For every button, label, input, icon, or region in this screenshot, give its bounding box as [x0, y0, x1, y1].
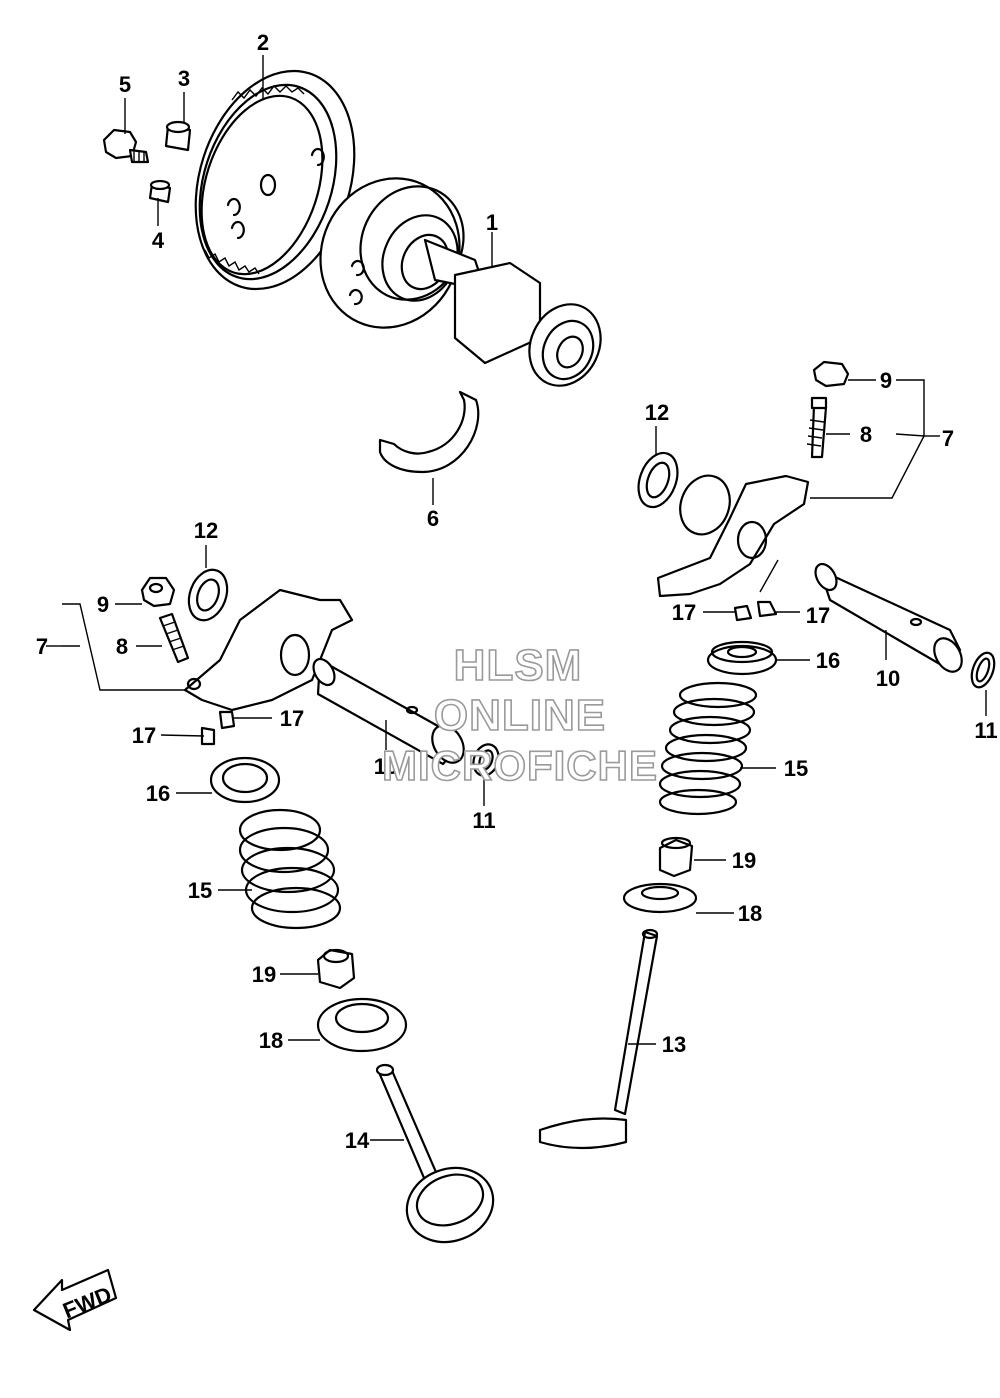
- right-valve-stem-seal: [658, 836, 694, 878]
- callout-4[interactable]: 4: [152, 228, 165, 253]
- callout-10-right[interactable]: 10: [876, 666, 900, 691]
- callout-8-right[interactable]: 8: [860, 422, 872, 447]
- cam-sprocket: [194, 69, 356, 291]
- left-cotters: [200, 710, 236, 746]
- callout-17-left-a[interactable]: 17: [132, 723, 156, 748]
- callout-13[interactable]: 13: [662, 1032, 686, 1057]
- callout-9-right[interactable]: 9: [880, 368, 892, 393]
- callout-15-left[interactable]: 15: [188, 878, 212, 903]
- callout-8-left[interactable]: 8: [116, 634, 128, 659]
- left-adjust-screw: [158, 612, 190, 664]
- callout-18-right[interactable]: 18: [738, 901, 762, 926]
- left-spring-retainer: [209, 756, 281, 804]
- cam-stopper: [378, 390, 480, 474]
- callout-11-left[interactable]: 11: [472, 808, 495, 833]
- left-spring-seat: [316, 997, 408, 1053]
- watermark-line-2: ONLINE: [434, 691, 606, 740]
- callout-1[interactable]: 1: [486, 210, 498, 235]
- callout-12-left[interactable]: 12: [194, 518, 218, 543]
- watermark: HLSM ONLINE MICROFICHE: [381, 640, 658, 790]
- callout-3[interactable]: 3: [178, 66, 190, 91]
- camshaft: [319, 177, 602, 387]
- callout-6[interactable]: 6: [427, 506, 439, 531]
- right-spring-seat: [622, 882, 698, 914]
- left-valve-stem-seal: [316, 948, 356, 990]
- right-cotters: [733, 600, 778, 622]
- right-valve-spring: [658, 681, 758, 816]
- callout-19-left[interactable]: 19: [252, 962, 276, 987]
- watermark-line-1: HLSM: [454, 641, 583, 690]
- left-o-ring-12: [187, 568, 229, 622]
- small-pin: [148, 179, 172, 204]
- callout-7-right[interactable]: 7: [942, 426, 954, 451]
- callout-2[interactable]: 2: [257, 30, 269, 55]
- callout-10-left[interactable]: 10: [374, 754, 398, 779]
- callout-17-right-b[interactable]: 17: [806, 603, 830, 628]
- callout-12-right[interactable]: 12: [645, 400, 669, 425]
- left-valve-spring: [238, 808, 342, 930]
- left-adjust-nut: [140, 576, 176, 608]
- left-o-ring-11: [472, 743, 500, 777]
- callout-5[interactable]: 5: [119, 72, 131, 97]
- left-rocker-arm: [183, 588, 354, 712]
- callout-11-right[interactable]: 11: [974, 718, 997, 743]
- callout-16-right[interactable]: 16: [816, 648, 840, 673]
- left-rocker-shaft: [312, 657, 465, 766]
- left-exhaust-valve: [375, 1063, 495, 1244]
- right-adjust-nut: [812, 360, 850, 388]
- leader-lines: [46, 55, 987, 1141]
- bolt: [102, 128, 150, 164]
- right-spring-retainer: [706, 640, 778, 676]
- callout-19-right[interactable]: 19: [732, 848, 756, 873]
- right-rocker-shaft: [814, 562, 963, 673]
- callout-17-left-b[interactable]: 17: [280, 706, 304, 731]
- callout-14[interactable]: 14: [345, 1128, 370, 1153]
- callout-17-right-a[interactable]: 17: [672, 600, 696, 625]
- callout-7-left[interactable]: 7: [36, 634, 48, 659]
- dowel-pin: [164, 120, 192, 152]
- right-intake-valve: [538, 928, 659, 1150]
- right-o-ring-12: [637, 451, 679, 509]
- fwd-arrow-icon: FWD: [32, 1268, 118, 1332]
- callout-15-right[interactable]: 15: [784, 756, 808, 781]
- right-o-ring-11: [970, 651, 996, 689]
- callout-18-left[interactable]: 18: [259, 1028, 283, 1053]
- callout-16-left[interactable]: 16: [146, 781, 170, 806]
- right-rocker-arm: [656, 474, 810, 598]
- right-adjust-screw: [806, 396, 828, 459]
- callout-9-left[interactable]: 9: [97, 592, 109, 617]
- watermark-line-3: MICROFICHE: [382, 742, 658, 789]
- callout-labels: 1 2 3 4 5 6 9 8 7 12 17 17 16 10 11 15 1…: [36, 30, 998, 1153]
